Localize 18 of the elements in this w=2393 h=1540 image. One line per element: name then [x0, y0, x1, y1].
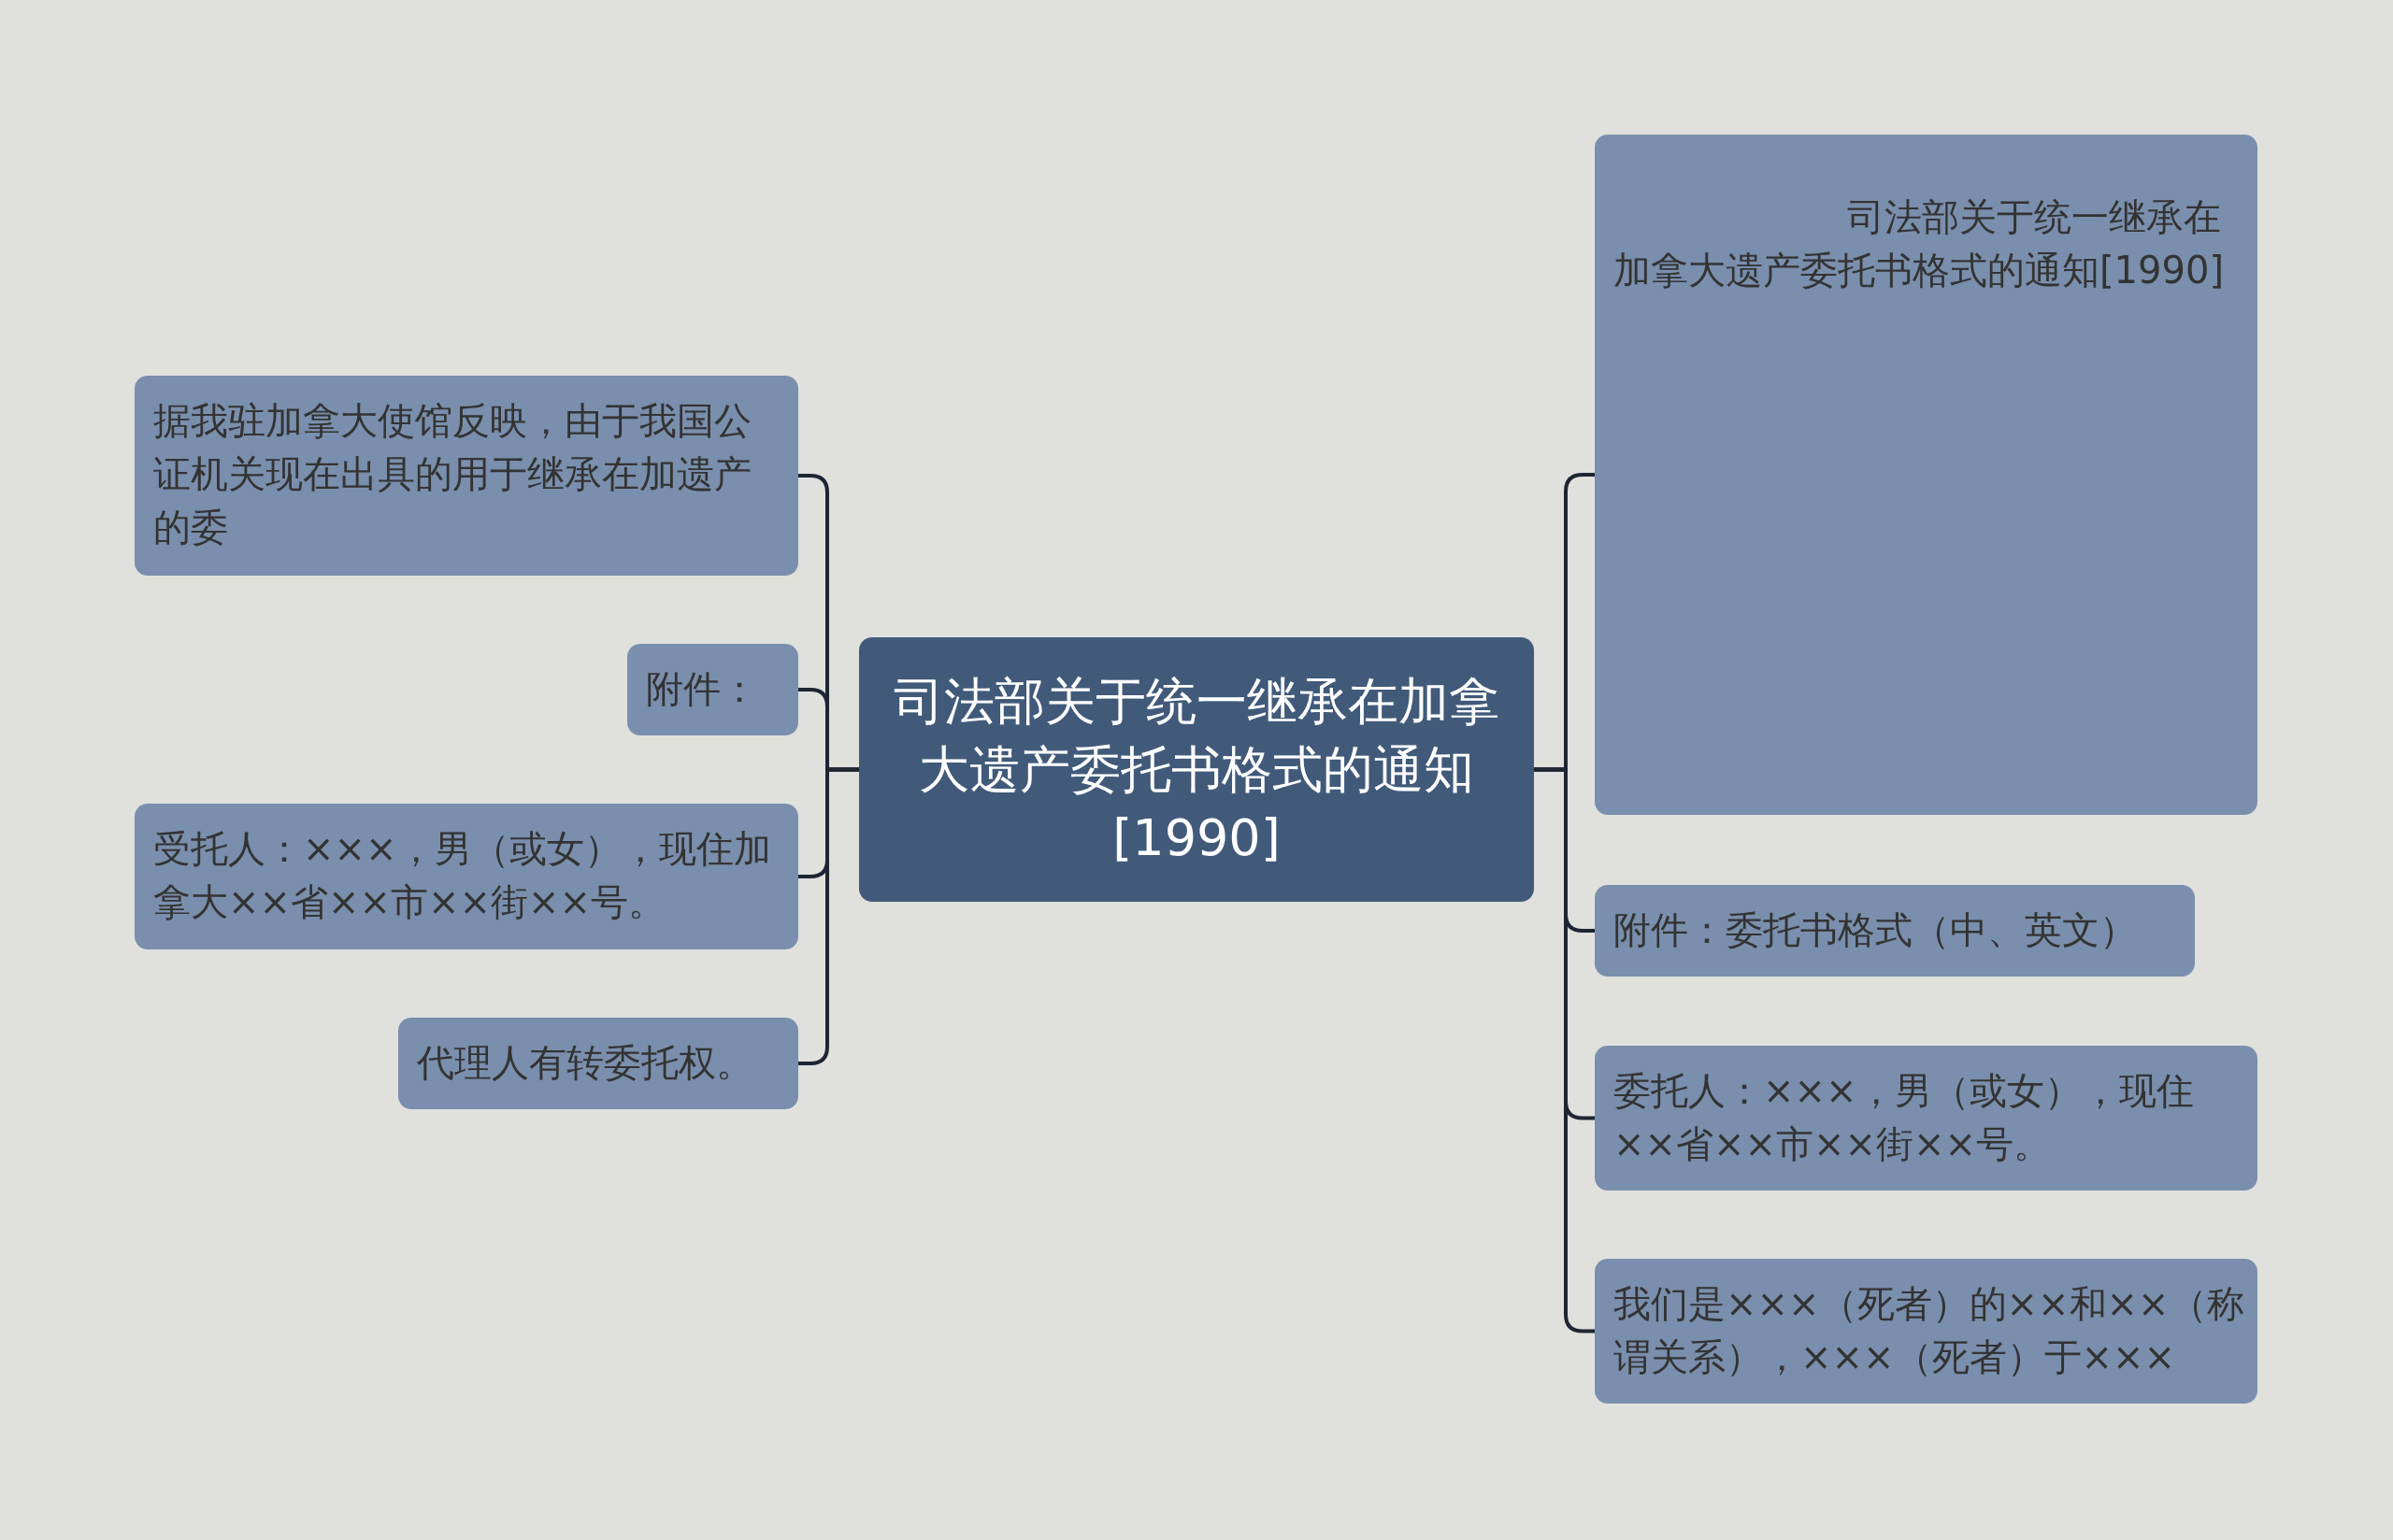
central-topic-box	[859, 637, 1534, 902]
topic-text: 司法部关于统一继承在加拿大遗产委托书格式的通知[1990]	[893, 671, 1500, 869]
topic-text: 我们是×××（死者）的××和××（称谓关系），×××（死者）于×××	[1613, 1281, 2244, 1380]
topic-text: 附件：	[646, 666, 759, 712]
topic-box	[398, 1018, 798, 1109]
topic-box	[135, 804, 798, 949]
topic-box	[1595, 1046, 2257, 1191]
topic-box	[135, 376, 798, 576]
topic-text: 司法部关于统一继承在加拿大遗产委托书格式的通知[1990]	[1613, 194, 2225, 293]
topic-text: 委托人：×××，男（或女），现住××省××市××街××号。	[1613, 1068, 2195, 1167]
topic-box	[627, 644, 798, 735]
topic-box	[1595, 1259, 2257, 1404]
topic-text: 受托人：×××，男（或女），现住加拿大××省××市××街××号。	[153, 826, 772, 925]
topic-text: 代理人有转委托权。	[417, 1040, 754, 1086]
topic-box	[1595, 135, 2257, 815]
topic-box	[1595, 885, 2195, 977]
topic-text: 据我驻加拿大使馆反映，由于我国公证机关现在出具的用于继承在加遗产的委	[153, 398, 752, 550]
topic-text: 附件：委托书格式（中、英文）	[1613, 907, 2138, 953]
